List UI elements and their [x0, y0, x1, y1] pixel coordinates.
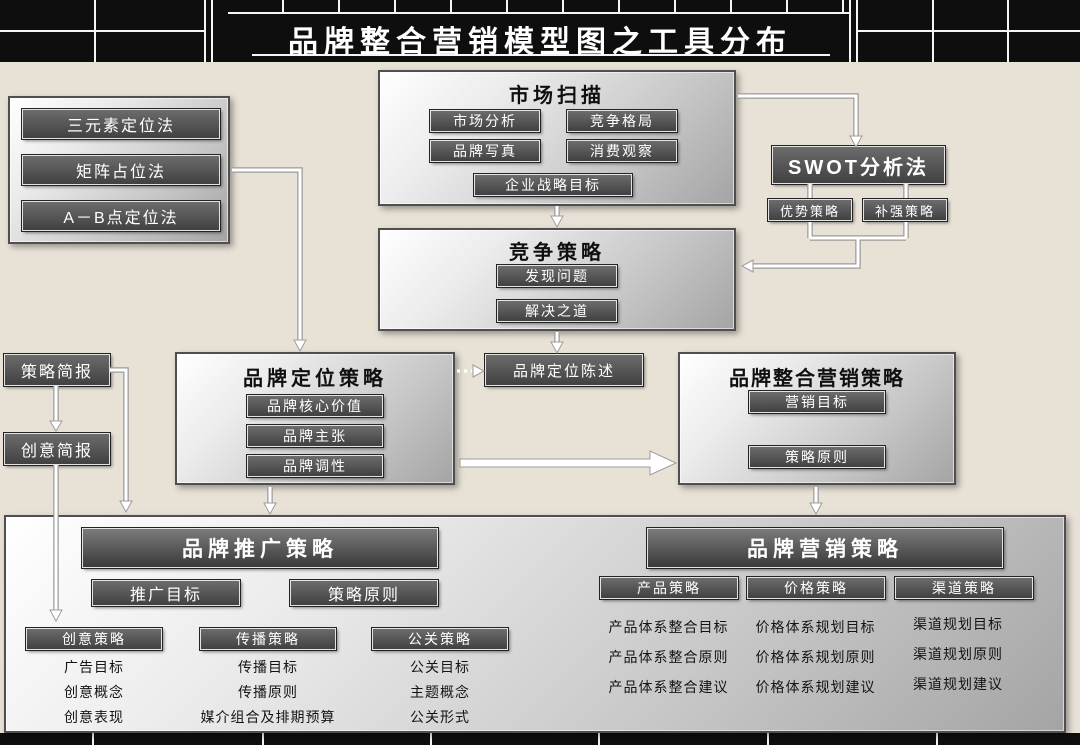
list-item: 产品体系整合原则	[608, 649, 729, 665]
swot-box: SWOT分析法	[772, 146, 945, 184]
strategy-principle-chip: 策略原则	[749, 446, 885, 468]
grid-line	[858, 30, 1080, 32]
list-item: 渠道规划原则	[913, 646, 1003, 662]
brand-portrait-chip: 品牌写真	[430, 140, 540, 162]
list-item: 产品体系整合目标	[608, 619, 729, 635]
channel-strategy-chip: 渠道策略	[895, 577, 1033, 599]
brand-positioning-title: 品牌定位策略	[243, 368, 387, 390]
strategy-brief-box: 策略简报	[4, 354, 110, 386]
tool-ab-point: A－B点定位法	[22, 201, 220, 231]
creative-strategy-chip: 创意策略	[26, 628, 162, 650]
market-scan-panel: 市场扫描 市场分析 竞争格局 品牌写真 消费观察 企业战略目标	[378, 70, 736, 206]
price-strategy-chip: 价格策略	[747, 577, 885, 599]
competition-strategy-title: 竞争策略	[509, 242, 605, 264]
imc-strategy-title: 品牌整合营销策略	[729, 368, 905, 390]
grid-tick	[767, 733, 769, 745]
list-item: 渠道规划目标	[913, 616, 1003, 632]
tool-matrix: 矩阵占位法	[22, 155, 220, 185]
find-problem-chip: 发现问题	[497, 265, 617, 287]
grid-line	[204, 0, 206, 62]
promotion-principle-chip: 策略原则	[290, 580, 438, 606]
grid-line	[849, 0, 851, 62]
title-underline	[252, 54, 830, 56]
swot-reinforce-chip: 补强策略	[863, 199, 947, 221]
imc-strategy-panel: 品牌整合营销策略 营销目标 策略原则	[678, 352, 956, 485]
list-item: 价格体系规划目标	[755, 619, 876, 635]
list-item: 创意概念	[64, 684, 124, 700]
top-grid-bar: 品牌整合营销模型图之工具分布	[0, 0, 1080, 62]
list-item: 主题概念	[410, 684, 470, 700]
list-item: 传播目标	[238, 659, 298, 675]
market-scan-title: 市场扫描	[509, 85, 605, 107]
list-item: 公关形式	[410, 709, 470, 725]
grid-line	[0, 30, 206, 32]
competitive-landscape-chip: 竞争格局	[567, 110, 677, 132]
page-title: 品牌整合营销模型图之工具分布	[288, 26, 792, 59]
core-value-chip: 品牌核心价值	[247, 395, 383, 417]
list-item: 价格体系规划原则	[755, 649, 876, 665]
grid-line	[856, 0, 858, 62]
list-item: 公关目标	[410, 659, 470, 675]
bottom-grid-bar	[0, 733, 1080, 745]
list-item: 广告目标	[64, 659, 124, 675]
list-item: 传播原则	[238, 684, 298, 700]
swot-advantage-chip: 优势策略	[768, 199, 852, 221]
positioning-tools-panel: 三元素定位法 矩阵占位法 A－B点定位法	[8, 96, 230, 244]
consumer-observation-chip: 消费观察	[567, 140, 677, 162]
marketing-strategy-header: 品牌营销策略	[647, 528, 1003, 568]
brand-positioning-panel: 品牌定位策略 品牌核心价值 品牌主张 品牌调性	[175, 352, 455, 485]
grid-tick	[936, 733, 938, 745]
grid-tick	[92, 733, 94, 745]
grid-line	[94, 0, 96, 62]
brand-tonality-chip: 品牌调性	[247, 455, 383, 477]
grid-line	[211, 0, 213, 62]
tool-three-elements: 三元素定位法	[22, 109, 220, 139]
solution-chip: 解决之道	[497, 300, 617, 322]
enterprise-goal-chip: 企业战略目标	[474, 174, 632, 196]
list-item: 价格体系规划建议	[755, 679, 876, 695]
grid-tick	[598, 733, 600, 745]
list-item: 渠道规划建议	[913, 676, 1003, 692]
promotion-goal-chip: 推广目标	[92, 580, 240, 606]
pr-strategy-chip: 公关策略	[372, 628, 508, 650]
list-item: 创意表现	[64, 709, 124, 725]
market-analysis-chip: 市场分析	[430, 110, 540, 132]
list-item: 媒介组合及排期预算	[200, 709, 336, 725]
grid-ticks	[228, 0, 850, 14]
communication-strategy-chip: 传播策略	[200, 628, 336, 650]
creative-brief-box: 创意简报	[4, 433, 110, 465]
list-item: 产品体系整合建议	[608, 679, 729, 695]
marketing-goal-chip: 营销目标	[749, 391, 885, 413]
grid-tick	[262, 733, 264, 745]
promotion-strategy-header: 品牌推广策略	[82, 528, 438, 568]
brand-proposition-chip: 品牌主张	[247, 425, 383, 447]
competition-strategy-panel: 竞争策略 发现问题 解决之道	[378, 228, 736, 331]
grid-tick	[430, 733, 432, 745]
positioning-statement-box: 品牌定位陈述	[485, 354, 643, 386]
product-strategy-chip: 产品策略	[600, 577, 738, 599]
bottom-strategies-panel: 品牌推广策略 推广目标 策略原则 创意策略 传播策略 公关策略 广告目标 创意概…	[4, 515, 1066, 733]
